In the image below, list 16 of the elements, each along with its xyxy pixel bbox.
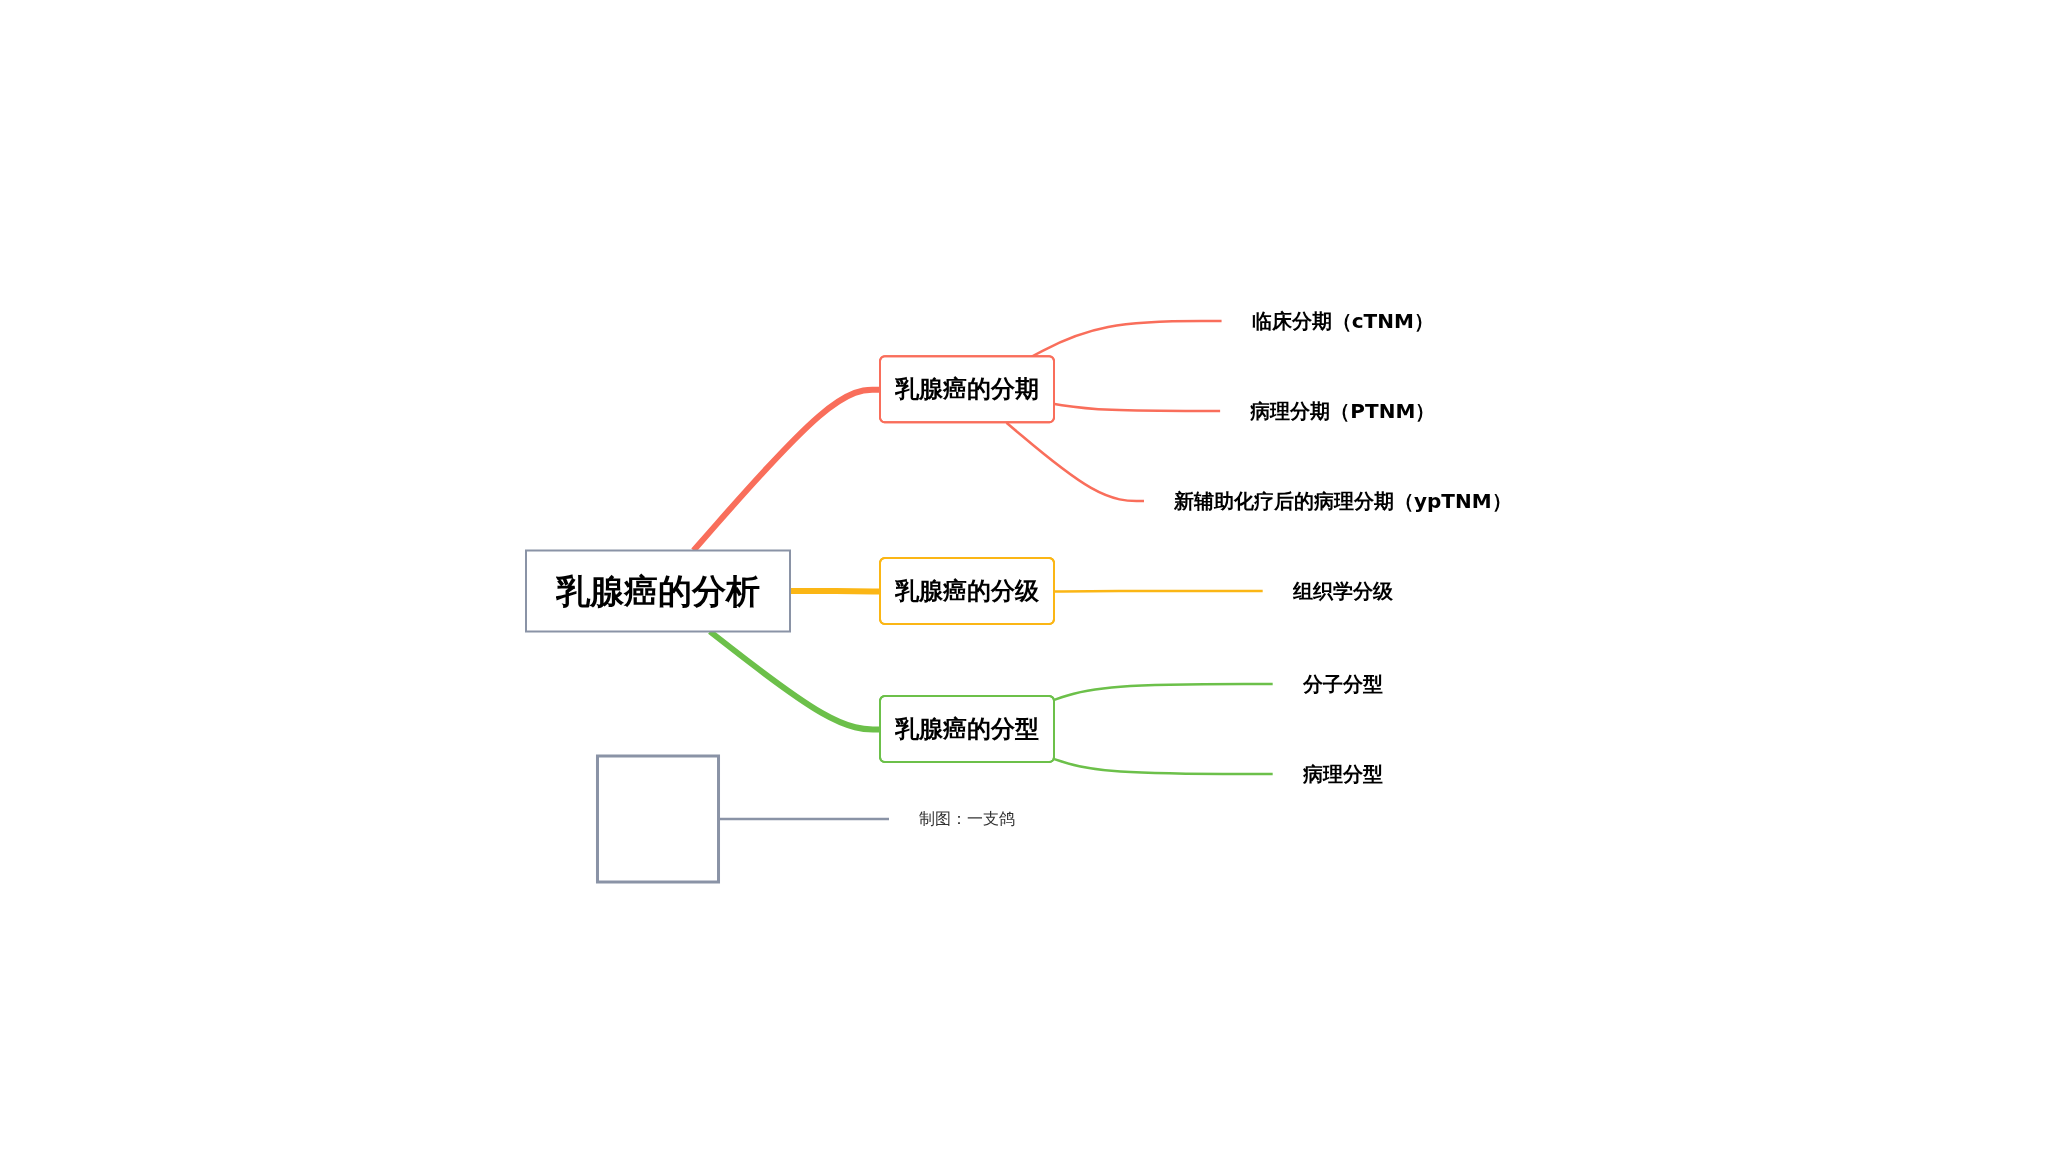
node-text: 分子分型 [1302, 671, 1383, 696]
node-text: 病理分期（PTNM） [1250, 398, 1435, 423]
node-box [595, 754, 720, 883]
connector [789, 587, 881, 594]
connector [1054, 402, 1220, 412]
connector [1053, 682, 1273, 701]
node-text: 病理分型 [1302, 761, 1383, 786]
node-text: 新辅助化疗后的病理分期（ypTNM） [1173, 488, 1512, 513]
node-text: 临床分期（cTNM） [1251, 308, 1434, 333]
connector [1053, 757, 1273, 775]
connector [1005, 421, 1144, 502]
connector [690, 386, 881, 552]
node-text: 组织学分级 [1292, 578, 1393, 603]
connector [718, 817, 889, 820]
connector [1054, 589, 1263, 593]
node-text: 制图：一支鸽 [918, 808, 1015, 828]
